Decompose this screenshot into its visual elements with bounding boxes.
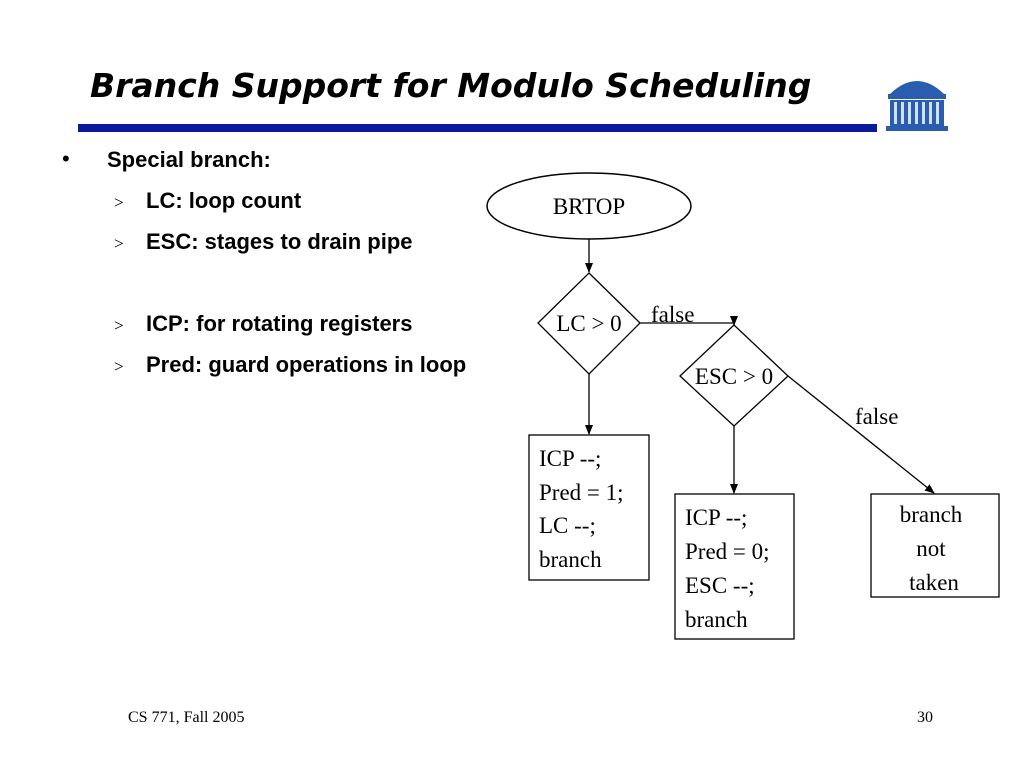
box-not-taken-line: branch: [900, 502, 963, 527]
box-lc-true-line: branch: [539, 547, 602, 572]
box-lc-true: [528, 434, 650, 581]
box-not-taken-line: not: [916, 536, 946, 561]
sub-bullet-marker: >: [114, 357, 124, 376]
slide-title: Branch Support for Modulo Scheduling: [90, 66, 812, 105]
box-lc-true-line: Pred = 1;: [539, 480, 624, 505]
box-lc-true-line: ICP --;: [539, 446, 601, 471]
edge-lc-false-label: false: [651, 302, 694, 327]
start-node-label: BRTOP: [553, 194, 625, 219]
rotunda-logo-icon: [886, 81, 948, 131]
box-not-taken: [870, 493, 1000, 598]
footer-page-number: 30: [917, 709, 933, 726]
edge-esc-false-label: false: [855, 404, 898, 429]
box-esc-true-line: ICP --;: [685, 505, 747, 530]
box-lc-true-line: LC --;: [539, 513, 596, 538]
sub-bullet-marker: >: [114, 234, 124, 253]
title-underline: [78, 124, 877, 132]
footer-course: CS 771, Fall 2005: [128, 709, 245, 726]
sub-bullet-esc: ESC: stages to drain pipe: [146, 229, 413, 254]
sub-bullet-pred: Pred: guard operations in loop: [146, 352, 467, 377]
sub-bullet-marker: >: [114, 316, 124, 335]
box-esc-true-line: Pred = 0;: [685, 539, 770, 564]
decision-esc-label: ESC > 0: [695, 364, 773, 389]
bullet-special-branch: Special branch:: [107, 147, 271, 172]
box-esc-true: [674, 493, 795, 640]
box-esc-true-line: branch: [685, 607, 748, 632]
decision-lc-label: LC > 0: [556, 311, 621, 336]
sub-bullet-icp: ICP: for rotating registers: [146, 311, 413, 336]
sub-bullet-lc: LC: loop count: [146, 188, 302, 213]
box-not-taken-line: taken: [909, 570, 959, 595]
box-esc-true-line: ESC --;: [685, 573, 755, 598]
sub-bullet-marker: >: [114, 193, 124, 212]
bullet-dot: •: [62, 146, 70, 171]
edge-esc-false: [787, 375, 935, 494]
